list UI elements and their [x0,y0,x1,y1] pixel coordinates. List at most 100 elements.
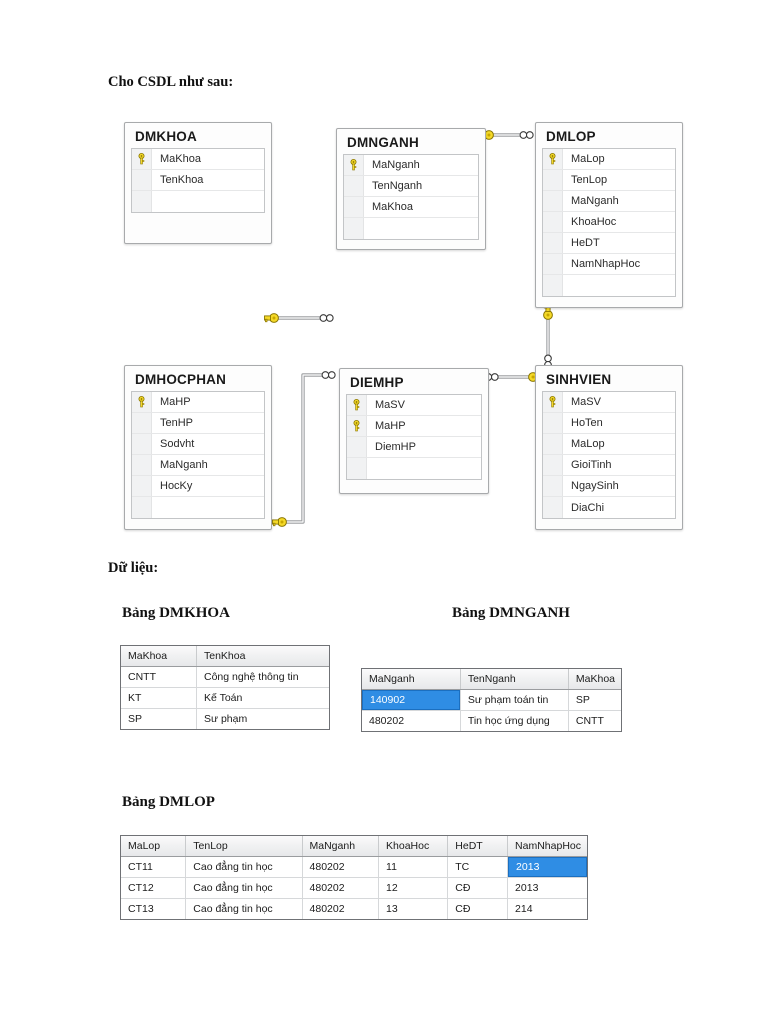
er-field-row[interactable]: MaNganh [344,155,478,176]
er-field-row[interactable]: NgaySinh [543,476,675,497]
table-cell[interactable]: Tin học ứng dụng [460,710,569,731]
er-field-row[interactable]: TenHP [132,413,264,434]
table-cell[interactable]: 12 [378,877,449,899]
column-header[interactable]: MaLop [121,836,187,857]
primary-key-icon [347,395,367,415]
er-field-row[interactable]: MaNganh [543,191,675,212]
er-field-row[interactable]: MaHP [132,392,264,413]
table-cell[interactable]: Sư phạm [196,708,329,729]
er-table-sinhvien[interactable]: SINHVIEN MaSV HoTen MaLop [535,365,683,530]
table-cell[interactable]: KT [121,687,197,709]
er-table-dmnganh[interactable]: DMNGANH MaNganh TenNganh M [336,128,486,250]
field-gutter [132,413,152,433]
table-cell[interactable]: 11 [378,856,449,878]
er-field-row[interactable]: MaKhoa [344,197,478,218]
column-header[interactable]: HeDT [447,836,509,857]
column-header[interactable]: TenNganh [460,669,569,690]
er-field-row[interactable]: KhoaHoc [543,212,675,233]
er-table-dmlop[interactable]: DMLOP MaLop TenLop MaNganh [535,122,683,308]
er-table-dmkhoa[interactable]: DMKHOA MaKhoa TenKhoa [124,122,272,244]
column-header[interactable]: TenLop [185,836,303,857]
table-cell[interactable]: Cao đẳng tin học [185,877,303,899]
table-cell[interactable]: Sư phạm toán tin [460,689,569,711]
table-cell[interactable]: CT13 [121,898,187,919]
table-cell[interactable]: CT12 [121,877,187,899]
er-field-row[interactable]: GioiTinh [543,455,675,476]
table-cell[interactable]: TC [447,856,509,878]
er-field-row[interactable]: TenKhoa [132,170,264,191]
er-field-row[interactable]: MaHP [347,416,481,437]
table-cell[interactable]: CT11 [121,856,187,878]
column-header[interactable]: MaKhoa [121,646,197,667]
er-field-row[interactable]: NamNhapHoc [543,254,675,275]
table-cell[interactable]: CNTT [121,666,197,688]
table-cell[interactable]: Công nghệ thông tin [196,666,329,688]
er-field-row[interactable]: HocKy [132,476,264,497]
table-cell[interactable]: 214 [507,898,587,919]
er-field-row[interactable]: DiaChi [543,497,675,518]
er-table-diemhp[interactable]: DIEMHP MaSV [339,368,489,494]
column-header[interactable]: MaNganh [362,669,461,690]
primary-key-icon [543,149,563,169]
table-cell[interactable]: Cao đẳng tin học [185,856,303,878]
table-cell[interactable]: 140902 [362,689,461,711]
er-field-row[interactable]: MaLop [543,149,675,170]
table-cell[interactable]: Cao đẳng tin học [185,898,303,919]
column-header[interactable]: MaNganh [302,836,380,857]
table-cell[interactable]: Kế Toán [196,687,329,709]
er-field-row[interactable]: MaNganh [132,455,264,476]
er-field-empty-row[interactable] [347,458,481,479]
table-cell[interactable]: 13 [378,898,449,919]
table-cell[interactable]: 480202 [302,898,380,919]
er-field-row[interactable]: Sodvht [132,434,264,455]
table-cell[interactable]: CĐ [447,877,509,899]
er-field-row[interactable]: TenLop [543,170,675,191]
er-field-empty-row[interactable] [132,497,264,518]
er-field-row[interactable]: TenNganh [344,176,478,197]
table-cell[interactable]: 480202 [302,877,380,899]
er-field-empty-row[interactable] [543,275,675,296]
table-cell[interactable]: CNTT [568,710,621,731]
selected-cell-text: 2013 [515,861,541,873]
er-relationship-connectors [264,130,553,527]
column-header[interactable]: MaKhoa [568,669,621,690]
er-field-label: NgaySinh [571,480,619,492]
table-cell[interactable]: 2013 [507,877,587,899]
er-field-row[interactable]: MaSV [543,392,675,413]
table-cell[interactable]: CĐ [447,898,509,919]
er-field-row[interactable]: MaSV [347,395,481,416]
er-field-empty-row[interactable] [132,191,264,212]
table-cell[interactable]: 480202 [362,710,461,731]
table-cell[interactable]: 480202 [302,856,380,878]
caption-dmlop: Bảng DMLOP [122,794,215,810]
er-field-row[interactable]: HeDT [543,233,675,254]
er-table-dmhocphan[interactable]: DMHOCPHAN MaHP TenHP Sodvh [124,365,272,530]
er-field-empty-row[interactable] [344,218,478,239]
column-header[interactable]: TenKhoa [196,646,329,667]
er-field-row[interactable]: DiemHP [347,437,481,458]
er-field-row[interactable]: HoTen [543,413,675,434]
table-cell[interactable]: 2013 [507,856,587,878]
table-cell[interactable]: SP [121,708,197,729]
column-header[interactable]: KhoaHoc [378,836,449,857]
er-field-row[interactable]: MaKhoa [132,149,264,170]
table-cell[interactable]: SP [568,689,621,711]
er-field-row[interactable]: MaLop [543,434,675,455]
column-header[interactable]: NamNhapHoc [507,836,587,857]
field-gutter [347,437,367,457]
er-field-label: MaKhoa [160,153,201,165]
